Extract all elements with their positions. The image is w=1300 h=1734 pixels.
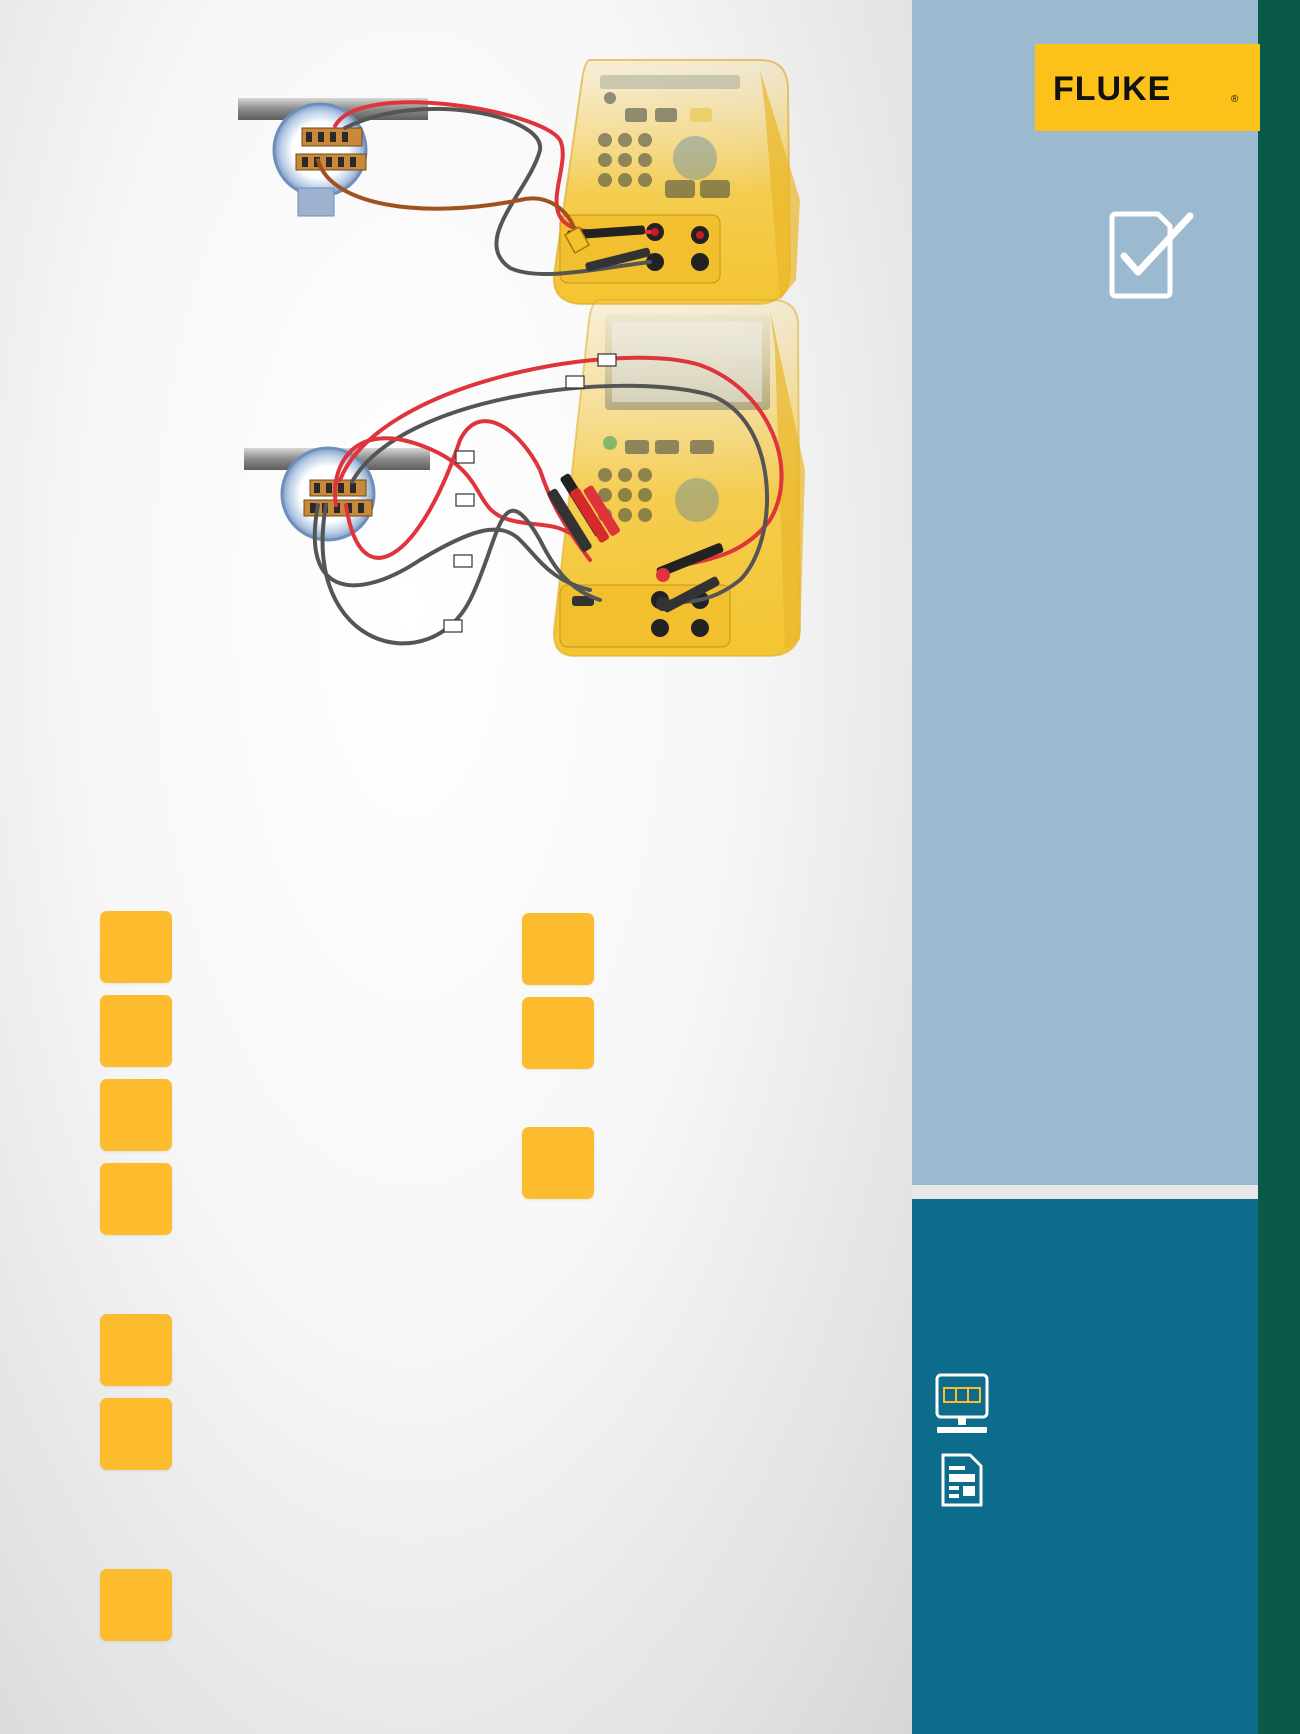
bottom-transmitter — [244, 446, 430, 542]
step-box-6 — [100, 1398, 172, 1470]
fluke-logo[interactable]: FLUKE ® — [1035, 44, 1260, 131]
checklist-icon — [1109, 211, 1194, 299]
video-monitor-icon — [935, 1373, 989, 1433]
top-transmitter — [238, 98, 428, 217]
step-box-1 — [100, 911, 172, 983]
document-icon — [941, 1453, 983, 1507]
sidebar-divider — [912, 1185, 1258, 1199]
svg-text:®: ® — [1231, 94, 1239, 105]
fluke-logo-wordmark: FLUKE ® — [1053, 70, 1239, 108]
step-box-5 — [100, 1314, 172, 1386]
top-test-leads — [316, 100, 652, 277]
step-box-2 — [100, 995, 172, 1067]
bottom-test-leads — [312, 353, 784, 646]
sidebar-bottom-panel — [912, 1199, 1258, 1734]
main-content-area — [0, 0, 912, 1734]
wiring-diagram — [238, 59, 805, 657]
step-box-10 — [522, 1127, 594, 1199]
sidebar-top-panel — [912, 0, 1258, 1185]
svg-text:FLUKE: FLUKE — [1053, 70, 1171, 108]
step-box-3 — [100, 1079, 172, 1151]
step-box-7 — [100, 1569, 172, 1641]
step-box-4 — [100, 1163, 172, 1235]
step-box-8 — [522, 913, 594, 985]
step-box-9 — [522, 997, 594, 1069]
edge-strip — [1258, 0, 1300, 1734]
